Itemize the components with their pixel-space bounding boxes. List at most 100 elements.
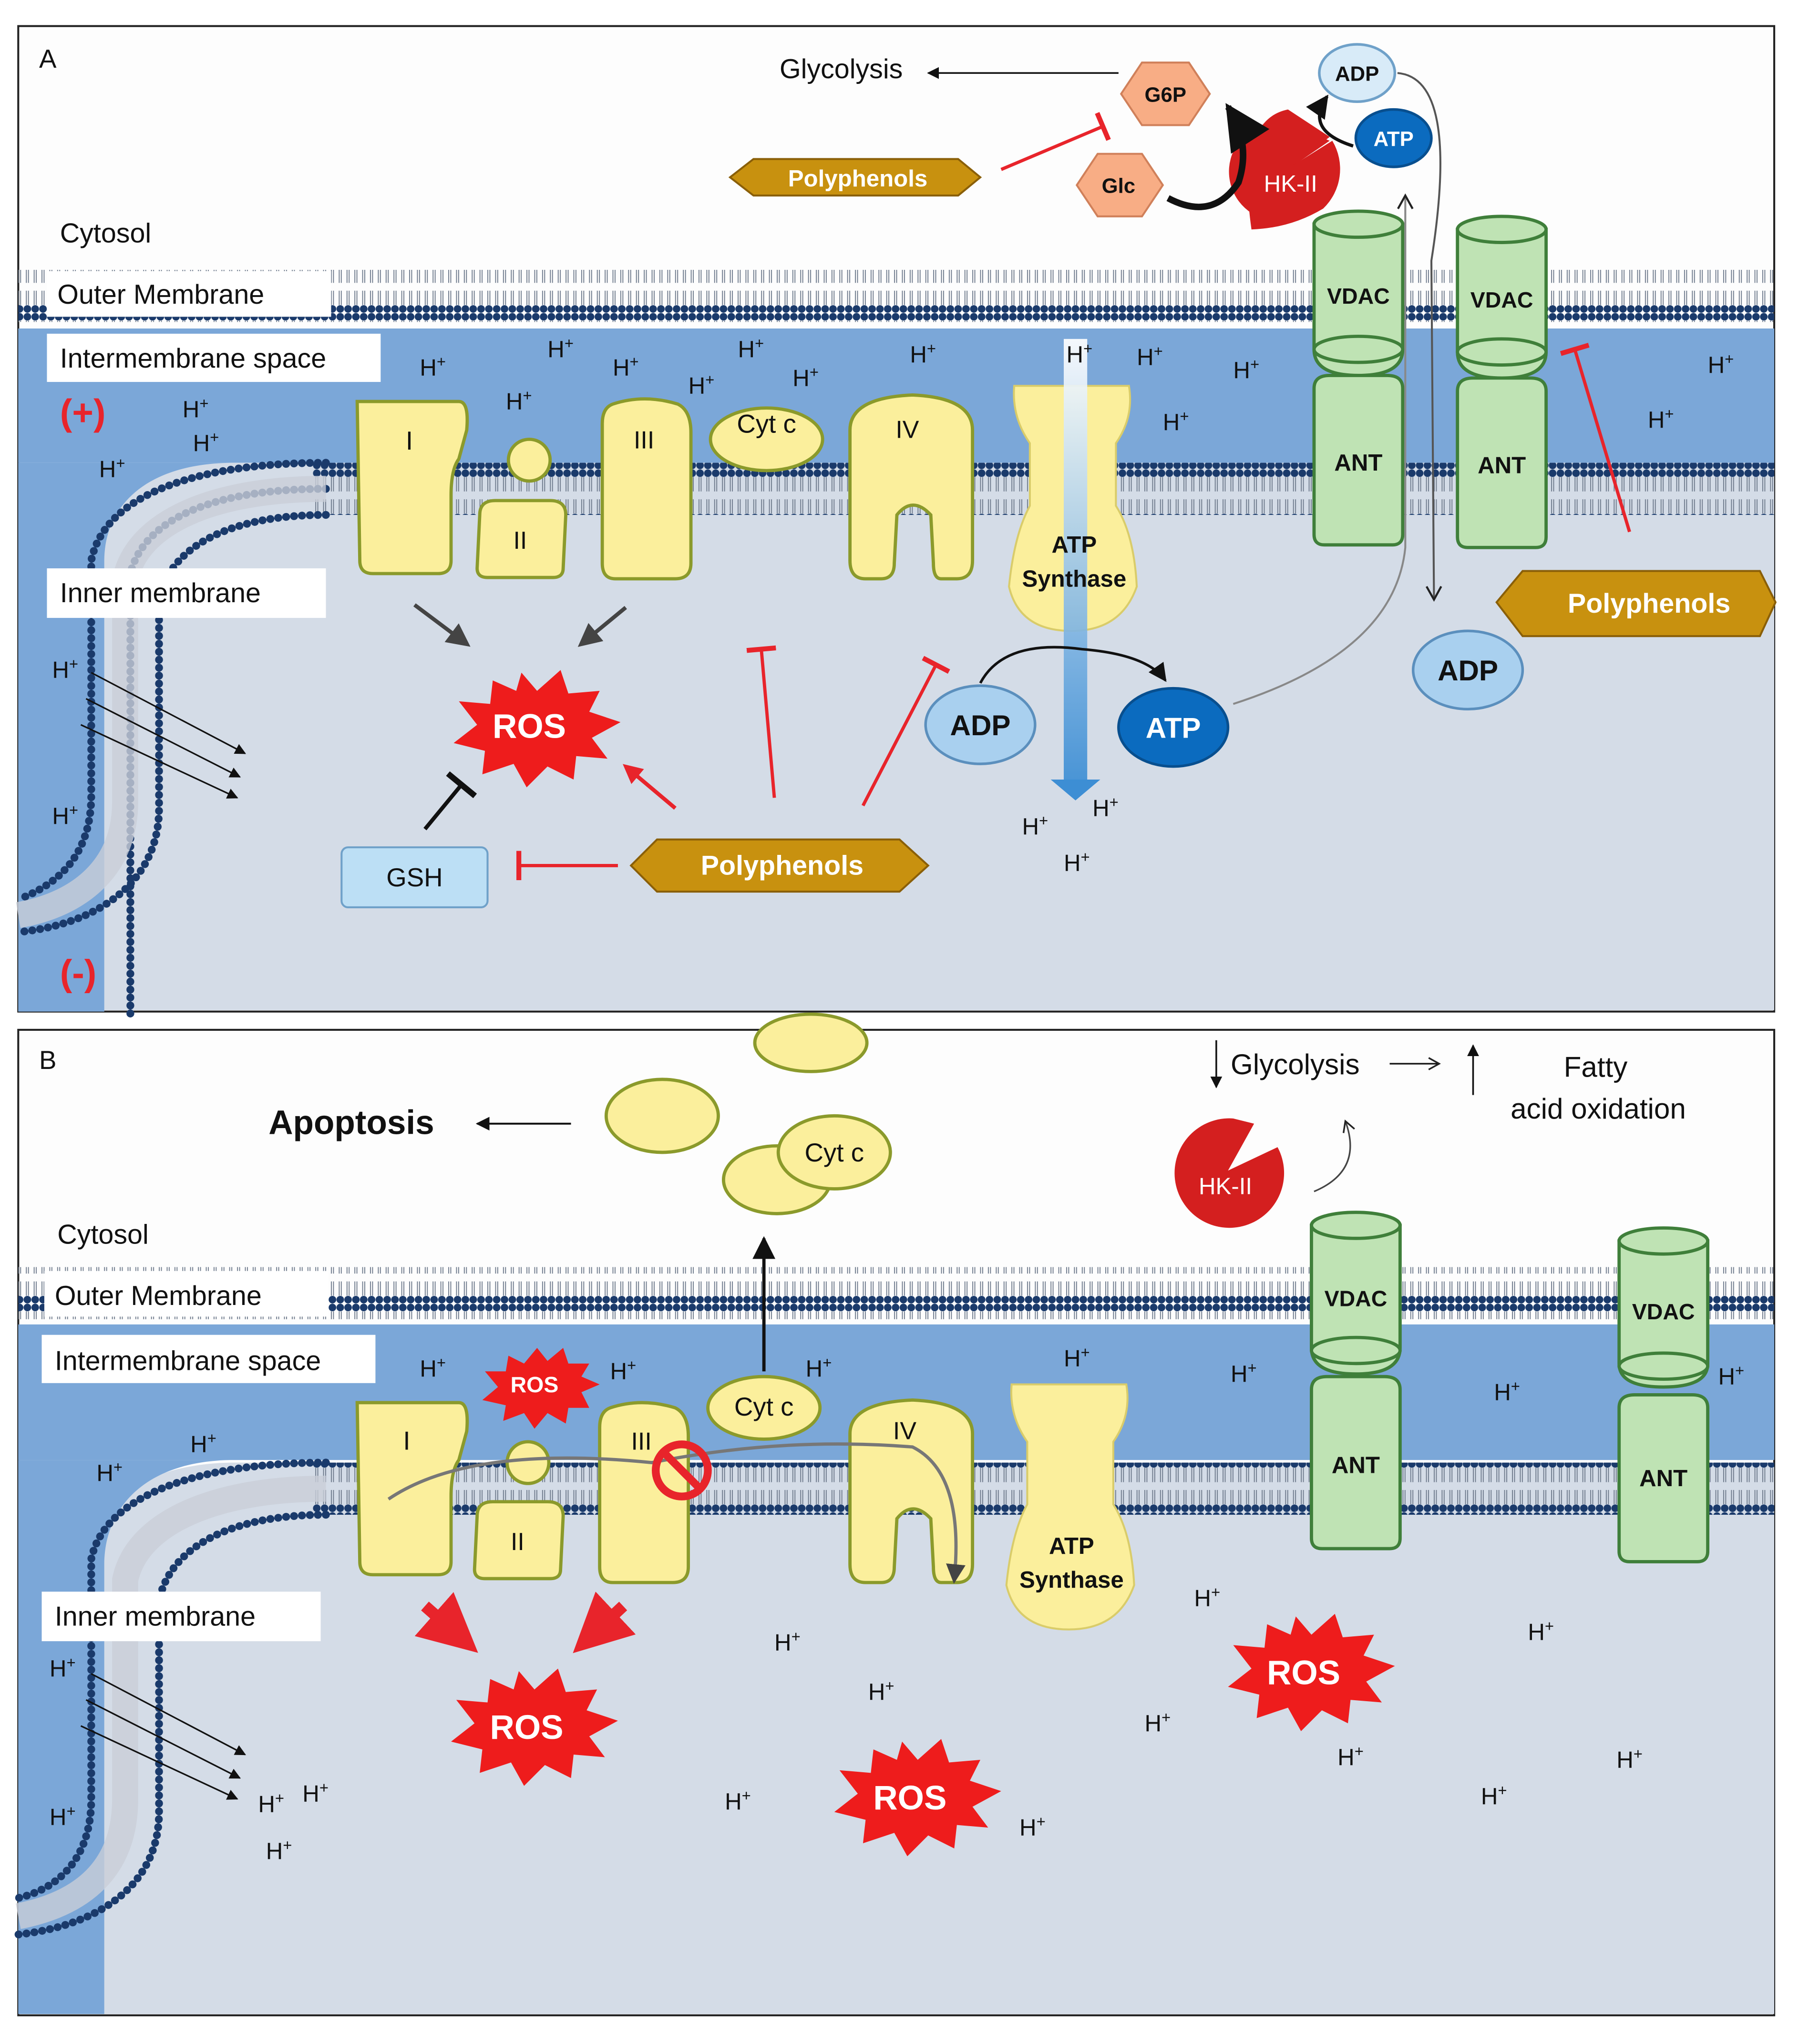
matrix-region-b bbox=[104, 1462, 1775, 2014]
polyphenols-matrix bbox=[629, 838, 930, 893]
glycolysis-label-a: Glycolysis bbox=[780, 54, 903, 84]
atp-synthase-label-1: ATP bbox=[1051, 532, 1097, 558]
fatty-acid-label-1: Fatty bbox=[1564, 1051, 1628, 1083]
svg-text:H+: H+ bbox=[613, 352, 639, 381]
positive-charge: (+) bbox=[60, 392, 106, 433]
ros-label-b-mid: ROS bbox=[873, 1779, 946, 1817]
polyphenols-right-label: Polyphenols bbox=[1568, 588, 1730, 619]
complex-i-label: I bbox=[406, 426, 413, 455]
polyphenols-matrix-label: Polyphenols bbox=[701, 851, 864, 881]
vdac-ant-b2: VDAC ANT bbox=[1617, 1226, 1710, 1563]
complex-iii-b-label: III bbox=[631, 1428, 652, 1455]
adp-right-label: ADP bbox=[1438, 655, 1498, 687]
apoptosis-label: Apoptosis bbox=[268, 1104, 434, 1142]
hk2-enzyme-b bbox=[1174, 1118, 1285, 1228]
gsh-label: GSH bbox=[386, 863, 442, 892]
complex-iii bbox=[600, 397, 693, 581]
svg-text:H+: H+ bbox=[1718, 1361, 1744, 1389]
complex-ii-label: II bbox=[513, 527, 527, 555]
polyphenols-right bbox=[1495, 570, 1777, 637]
complex-ii-b-label: II bbox=[511, 1528, 524, 1556]
atp-cytosol-a bbox=[1354, 108, 1433, 168]
gsh-box bbox=[340, 846, 489, 908]
intermembrane-space-label: Intermembrane space bbox=[60, 343, 326, 374]
adp-cytosol-a bbox=[1318, 43, 1397, 103]
glc-hexagon bbox=[1075, 153, 1164, 217]
atp-matrix-a bbox=[1117, 687, 1230, 768]
complex-iv-label: IV bbox=[895, 416, 919, 444]
ant-1-label: ANT bbox=[1334, 450, 1382, 476]
ros-label-b-left: ROS bbox=[490, 1709, 564, 1746]
cytosol-label-b: Cytosol bbox=[57, 1219, 148, 1250]
glc-label: Glc bbox=[1102, 175, 1136, 198]
ant-b2-label: ANT bbox=[1639, 1465, 1687, 1491]
complex-i-b bbox=[355, 1401, 469, 1577]
vdac-b2-label: VDAC bbox=[1632, 1299, 1695, 1324]
ros-burst-b-small bbox=[482, 1348, 600, 1429]
g6p-label: G6P bbox=[1144, 83, 1186, 106]
ros-burst-b-mid bbox=[834, 1739, 1001, 1857]
vdac-2-label: VDAC bbox=[1470, 288, 1533, 312]
svg-text:H+: H+ bbox=[792, 363, 819, 391]
vdac-ant-1: VDAC ANT bbox=[1312, 209, 1405, 547]
adp-matrix-label: ADP bbox=[950, 709, 1011, 741]
polyphenols-top bbox=[728, 158, 982, 197]
released-cyt-c-label: Cyt c bbox=[805, 1138, 864, 1167]
complex-i bbox=[355, 400, 469, 575]
panel-a: A Cytosol Outer Membrane Intermembrane s… bbox=[14, 25, 1777, 1021]
svg-text:H+: H+ bbox=[190, 1429, 216, 1457]
cytosol-label: Cytosol bbox=[60, 218, 151, 249]
svg-text:H+: H+ bbox=[420, 352, 446, 381]
svg-text:H+: H+ bbox=[547, 334, 574, 363]
inner-membrane-label-b: Inner membrane bbox=[55, 1601, 256, 1632]
svg-text:H+: H+ bbox=[738, 334, 764, 363]
fatty-acid-label-2: acid oxidation bbox=[1511, 1093, 1686, 1125]
released-cyt-c-left bbox=[604, 1078, 720, 1154]
hk2-label-b: HK-II bbox=[1199, 1173, 1252, 1199]
adp-right-a bbox=[1411, 629, 1524, 711]
adp-cytosol-label: ADP bbox=[1335, 62, 1379, 86]
atp-matrix-label: ATP bbox=[1146, 712, 1201, 744]
atp-synthase-b bbox=[1005, 1383, 1135, 1631]
panel-b-letter: B bbox=[39, 1045, 56, 1075]
complex-iv bbox=[848, 393, 975, 581]
ant-2-label: ANT bbox=[1478, 452, 1526, 478]
complex-iii-label: III bbox=[634, 427, 654, 454]
complex-ii-b bbox=[473, 1500, 565, 1581]
vdac-ant-2: VDAC ANT bbox=[1456, 215, 1548, 549]
atp-synthase-label-2: Synthase bbox=[1022, 565, 1126, 592]
ros-label-b-small: ROS bbox=[511, 1372, 559, 1397]
complex-iv-b-label: IV bbox=[893, 1417, 916, 1445]
g6p-hexagon bbox=[1120, 62, 1211, 126]
outer-membrane-label: Outer Membrane bbox=[57, 279, 264, 310]
complex-i-b-label: I bbox=[403, 1426, 410, 1455]
atp-synthase-b-label-1: ATP bbox=[1049, 1533, 1094, 1559]
atp-cytosol-label: ATP bbox=[1374, 127, 1414, 151]
vdac-b1-label: VDAC bbox=[1325, 1286, 1388, 1311]
vdac-1-label: VDAC bbox=[1327, 284, 1390, 308]
ros-burst-b-right bbox=[1228, 1613, 1395, 1731]
intermembrane-space-label-b: Intermembrane space bbox=[55, 1346, 321, 1376]
released-cyt-c-top bbox=[753, 1012, 869, 1073]
inner-membrane-label: Inner membrane bbox=[60, 578, 261, 608]
released-cyt-c-front bbox=[776, 1114, 892, 1191]
cytochrome-c-label: Cyt c bbox=[737, 409, 796, 439]
svg-text:H+: H+ bbox=[1066, 339, 1092, 368]
blocked-icon bbox=[652, 1440, 712, 1500]
svg-text:H+: H+ bbox=[1231, 1359, 1257, 1387]
cytochrome-c-b bbox=[706, 1375, 822, 1441]
adp-matrix-a bbox=[924, 684, 1037, 765]
ros-burst-a bbox=[453, 670, 621, 788]
ros-label-b-right: ROS bbox=[1267, 1654, 1340, 1692]
ros-burst-b-left bbox=[451, 1668, 618, 1786]
vdac-ant-b1: VDAC ANT bbox=[1310, 1211, 1402, 1551]
negative-charge: (-) bbox=[60, 953, 96, 994]
panel-a-letter: A bbox=[39, 44, 57, 73]
outer-membrane-label-b: Outer Membrane bbox=[55, 1281, 262, 1311]
hk2-label-a: HK-II bbox=[1264, 171, 1317, 197]
polyphenols-top-label: Polyphenols bbox=[788, 165, 928, 192]
ant-b1-label: ANT bbox=[1332, 1452, 1380, 1478]
complex-ii bbox=[475, 499, 567, 579]
panel-b: B Cytosol Outer Membrane Intermembrane s… bbox=[14, 1012, 1776, 2016]
